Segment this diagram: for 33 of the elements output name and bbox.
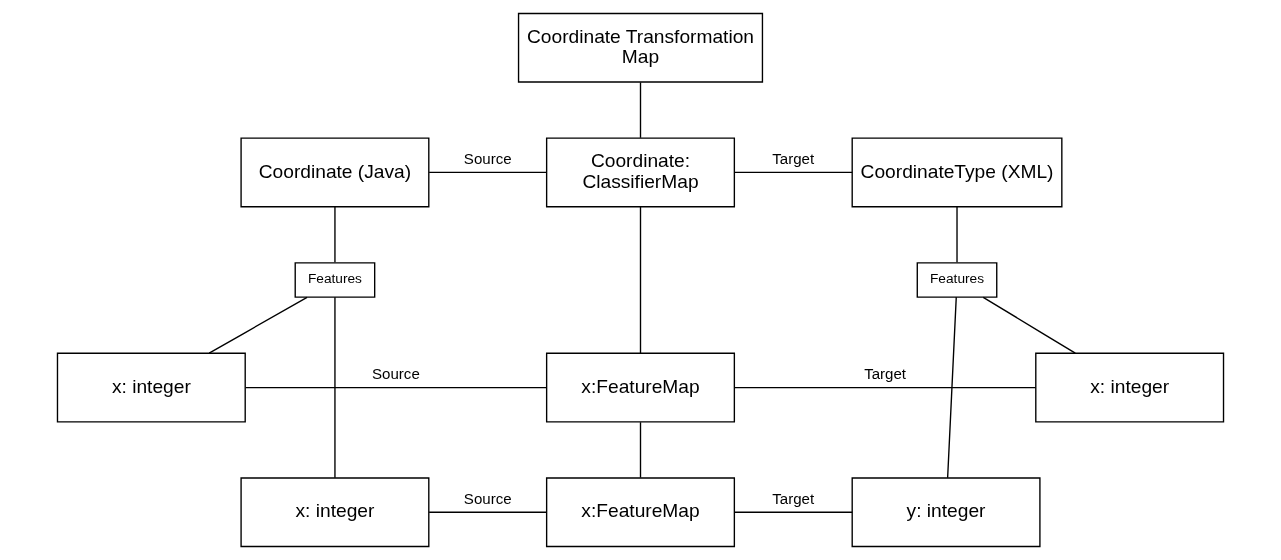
connector [946,296,957,479]
connector [208,296,308,354]
node-box: Features [294,262,376,298]
node-box: x: integer [240,477,430,548]
edge-label: Target [864,365,907,383]
node-box: x: integer [1035,352,1225,423]
connector [734,386,1037,389]
edge-label: Target [772,489,815,507]
connector [982,296,1076,354]
node-box: x:FeatureMap [545,477,736,548]
node-box: Coordinate Transformation Map [517,12,764,83]
node-box: CoordinateType (XML) [851,137,1063,208]
connector [639,206,642,354]
edge-label: Source [463,149,512,167]
node-box: Coordinate (Java) [240,137,430,208]
connector [334,296,336,479]
connector [639,81,642,139]
connector [639,421,642,479]
connector [244,386,548,389]
connector [428,511,548,513]
node-box: x: integer [56,352,246,423]
connector [956,206,958,264]
node-box: x:FeatureMap [545,352,736,423]
node-box: Features [916,262,998,298]
connector [428,171,548,174]
edge-label: Source [372,365,420,383]
edge-label: Target [772,149,815,167]
connector [733,171,853,174]
node-box: Coordinate: ClassifierMap [545,137,736,208]
connector [734,511,853,513]
edge-label: Source [463,489,512,507]
node-box: y: integer [851,477,1041,548]
connector [334,206,336,264]
